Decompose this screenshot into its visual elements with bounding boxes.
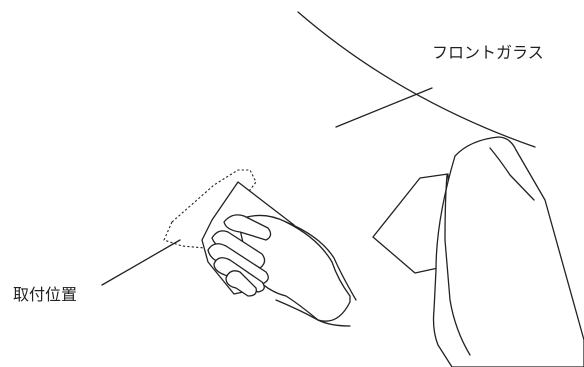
- windshield-edge: [298, 12, 535, 147]
- windshield-leader-line: [336, 88, 432, 127]
- windshield-label: フロントガラス: [432, 39, 544, 63]
- mounting-position-label: 取付位置: [13, 281, 77, 305]
- rearview-mirror-body: [434, 137, 584, 367]
- mounting-leader-line: [102, 240, 180, 285]
